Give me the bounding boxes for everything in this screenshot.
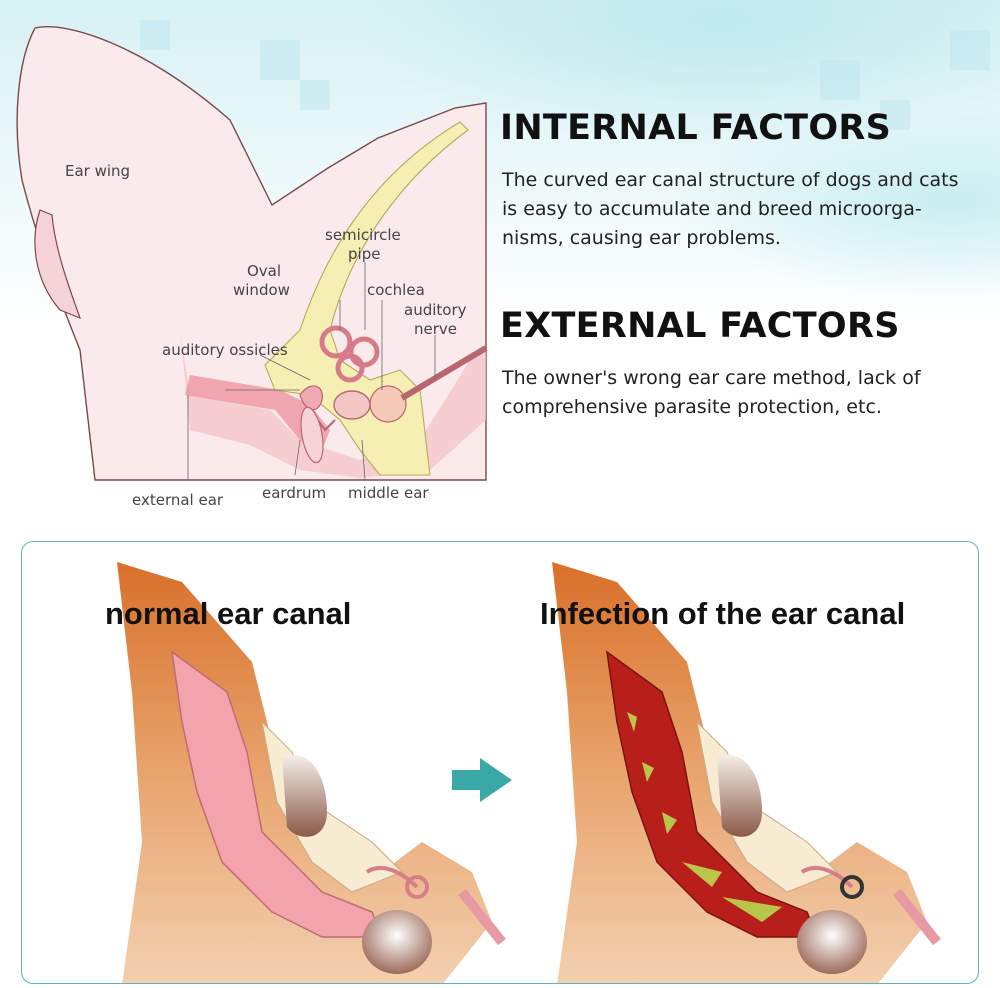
label-auditory-ossicles: auditory ossicles bbox=[162, 341, 288, 359]
label-cochlea: cochlea bbox=[367, 281, 425, 299]
label-window: window bbox=[233, 281, 290, 299]
label-auditory: auditory bbox=[404, 301, 467, 319]
internal-factors-heading: INTERNAL FACTORS bbox=[500, 108, 892, 148]
external-factors-heading: EXTERNAL FACTORS bbox=[500, 306, 900, 346]
internal-factors-line: nisms, causing ear problems. bbox=[502, 227, 781, 249]
internal-factors-line: The curved ear canal structure of dogs a… bbox=[502, 169, 959, 191]
label-external-ear: external ear bbox=[132, 491, 224, 509]
label-semicircle: semicircle bbox=[325, 226, 401, 244]
ear-anatomy-illustration bbox=[16, 26, 488, 481]
label-eardrum: eardrum bbox=[262, 484, 327, 502]
external-factors-text: The owner's wrong ear care method, lack … bbox=[502, 364, 972, 422]
ear-canal-comparison-panel: normal ear canal Infection of the ear ca… bbox=[21, 541, 979, 984]
external-factors-line: The owner's wrong ear care method, lack … bbox=[502, 367, 921, 389]
infected-ear-illustration bbox=[552, 562, 941, 983]
label-nerve: nerve bbox=[414, 320, 458, 338]
infection-ear-canal-title: Infection of the ear canal bbox=[540, 596, 906, 631]
label-pipe: pipe bbox=[348, 245, 381, 263]
internal-factors-text: The curved ear canal structure of dogs a… bbox=[502, 166, 972, 253]
internal-factors-line: is easy to accumulate and breed microorg… bbox=[502, 198, 922, 220]
external-factors-line: comprehensive parasite protection, etc. bbox=[502, 396, 882, 418]
ear-anatomy-diagram: Ear wing semicircle pipe Oval window coc… bbox=[0, 0, 500, 520]
label-middle-ear: middle ear bbox=[348, 484, 429, 502]
label-ear-wing: Ear wing bbox=[65, 162, 131, 180]
normal-ear-canal-title: normal ear canal bbox=[105, 596, 352, 631]
right-arrow-icon bbox=[452, 758, 512, 802]
normal-ear-illustration bbox=[117, 562, 506, 983]
label-oval: Oval bbox=[247, 262, 282, 280]
ear-canal-illustrations bbox=[117, 562, 941, 983]
